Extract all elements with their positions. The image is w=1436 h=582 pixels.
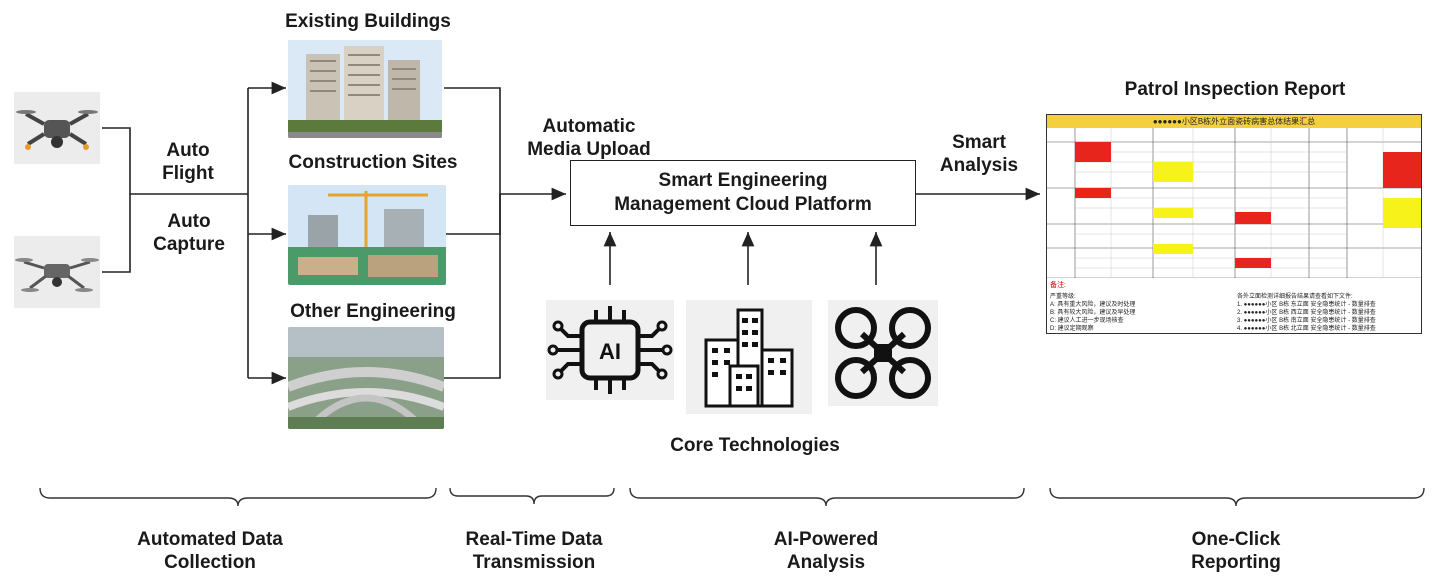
other-engineering-label: Other Engineering xyxy=(290,301,456,322)
crane-icon xyxy=(288,185,446,285)
automatic-media-upload-label: Automatic Media Upload xyxy=(527,116,651,160)
highway-icon xyxy=(288,327,444,429)
skyscraper-icon xyxy=(704,308,794,408)
building-icon xyxy=(288,40,442,138)
drone-outline-card xyxy=(828,300,938,406)
report-notes-left: 严重等级: A: 具有重大风险，建议及时处理 B: 具有较大风险，建议及早处理 … xyxy=(1050,294,1136,332)
existing-buildings-photo xyxy=(288,40,442,138)
core-technologies-label: Core Technologies xyxy=(670,435,840,456)
report-title: Patrol Inspection Report xyxy=(1124,79,1346,100)
report-table xyxy=(1047,128,1421,278)
skyscraper-card xyxy=(686,300,812,414)
stage-real-time-data-transmission: Real-Time Data Transmission xyxy=(465,529,603,573)
stage-ai-powered-analysis: AI-Powered Analysis xyxy=(773,529,879,573)
ai-chip-icon: AI xyxy=(547,306,673,394)
stage-automated-data-collection: Automated Data Collection xyxy=(137,529,283,573)
drone-icon xyxy=(16,110,98,150)
auto-capture-label: Auto Capture xyxy=(153,211,225,255)
construction-sites-label: Construction Sites xyxy=(288,152,458,173)
report-remark: 备注: xyxy=(1050,282,1066,289)
auto-flight-label: Auto Flight xyxy=(162,140,214,184)
platform-line-2: Management Cloud Platform xyxy=(614,194,872,215)
drone-outline-icon xyxy=(835,307,931,399)
drone-photo-bottom xyxy=(14,236,100,308)
ai-chip-card: AI xyxy=(546,300,674,400)
platform-line-1: Smart Engineering xyxy=(658,170,828,191)
stage-one-click-reporting: One-Click Reporting xyxy=(1191,529,1281,573)
construction-sites-photo xyxy=(288,185,446,285)
ai-chip-text: AI xyxy=(599,339,621,364)
patrol-inspection-report: ●●●●●●小区B栋外立面瓷砖病害总体结果汇总 xyxy=(1046,114,1422,334)
stage-braces xyxy=(39,487,1425,507)
report-notes: 严重等级: A: 具有重大风险，建议及时处理 B: 具有较大风险，建议及早处理 … xyxy=(1047,291,1421,333)
report-title-bar: ●●●●●●小区B栋外立面瓷砖病害总体结果汇总 xyxy=(1047,115,1421,128)
existing-buildings-label: Existing Buildings xyxy=(285,11,451,32)
cloud-platform-box: Smart Engineering Management Cloud Platf… xyxy=(570,160,916,226)
report-notes-right: 各外立面检测详细报告结果请查看如下文件: 1. ●●●●●●小区 B栋 东立面 … xyxy=(1237,294,1376,332)
other-engineering-photo xyxy=(288,327,444,429)
smart-analysis-label: Smart Analysis xyxy=(939,132,1019,176)
drone-photo-top xyxy=(14,92,100,164)
drone-icon xyxy=(15,258,99,292)
